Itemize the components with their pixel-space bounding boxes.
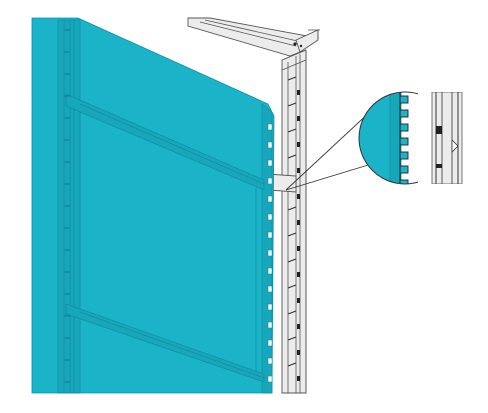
detail-notch xyxy=(399,137,409,146)
panel-edge-notch xyxy=(267,339,273,347)
panel-edge-notch xyxy=(267,267,273,275)
post-slot-hole xyxy=(297,272,300,277)
panel-edge-notch xyxy=(267,375,273,383)
panel-edge-notch xyxy=(267,249,273,257)
post-slot-hole xyxy=(297,298,300,303)
post-slot-mark xyxy=(287,232,297,237)
panel-edge-notch xyxy=(267,195,273,203)
panel-edge-notch xyxy=(267,285,273,293)
post-slot-hole xyxy=(297,90,300,95)
rail-end-cap xyxy=(295,29,319,53)
post-slot-hole xyxy=(297,168,300,173)
panel-edge-notch xyxy=(267,231,273,239)
post-slot-hole xyxy=(297,142,300,147)
post-slot-mark xyxy=(287,362,297,367)
detail-notch xyxy=(399,165,409,174)
panel-edge-notch xyxy=(267,159,273,167)
panel-edge-notch xyxy=(267,123,273,131)
detail-notch xyxy=(399,95,409,104)
post-slot-mark xyxy=(287,284,297,289)
panel-edge-notch xyxy=(267,303,273,311)
post-slot-hole xyxy=(297,220,300,225)
panel-edge-notch xyxy=(267,213,273,221)
panel-slot-marks xyxy=(64,29,273,383)
post-slot-mark xyxy=(287,154,297,159)
post-slot-hole xyxy=(297,194,300,199)
panel-right-edge xyxy=(261,103,273,394)
post-slot-hole xyxy=(297,324,300,329)
post-slot-mark xyxy=(287,206,297,211)
detail-leader-line xyxy=(285,109,379,191)
post-slot-hole xyxy=(297,376,300,381)
panel-edge-notch xyxy=(267,357,273,365)
post-slot-mark xyxy=(287,258,297,263)
post-slot-mark xyxy=(287,336,297,341)
post-slot-mark xyxy=(287,128,297,133)
magnified-rail-slot-icon xyxy=(418,92,470,184)
panel-rib-upper xyxy=(65,93,265,191)
panel-rib-lower xyxy=(65,303,265,383)
panel-edge-notch xyxy=(267,321,273,329)
vertical-post xyxy=(281,49,307,394)
detail-notches xyxy=(399,95,409,184)
post-slot-mark xyxy=(287,76,297,81)
post-slot-mark xyxy=(287,310,297,315)
mounting-rail-icon xyxy=(187,17,320,394)
post-slot-mark xyxy=(287,102,297,107)
panel-edge-notch xyxy=(267,177,273,185)
detail-notch xyxy=(399,123,409,132)
post-slot-hole xyxy=(297,246,300,251)
post-slot-hole xyxy=(297,116,300,121)
panel-edge-notch xyxy=(267,141,273,149)
post-slot-hole xyxy=(297,350,300,355)
detail-notch xyxy=(399,151,409,160)
detail-notch xyxy=(399,109,409,118)
cladding-panel-icon xyxy=(31,17,275,394)
